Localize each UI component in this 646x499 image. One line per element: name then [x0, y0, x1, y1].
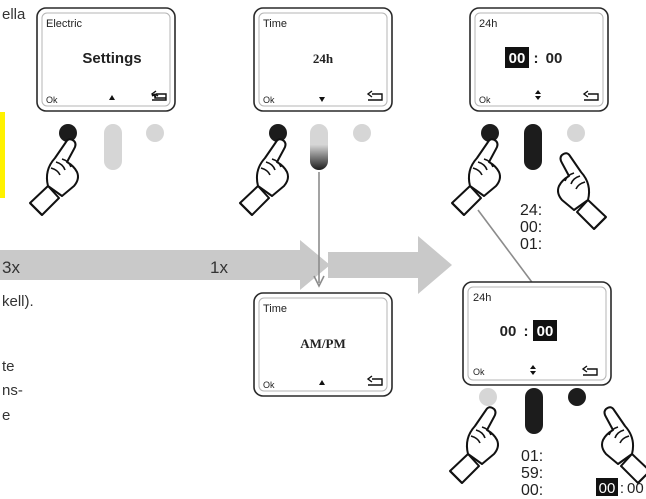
ok-label: Ok: [479, 95, 491, 105]
result-time: 00 : 00: [596, 478, 644, 497]
hours-value: 00: [500, 323, 517, 340]
up-triangle-icon: [109, 95, 115, 100]
side-text: te: [2, 358, 15, 375]
screen-title: Time: [263, 303, 287, 315]
screen-title: Time: [263, 18, 287, 30]
hour-cycle-item: 00:: [520, 219, 542, 236]
ok-label: Ok: [473, 367, 485, 377]
up-triangle-icon: [319, 380, 325, 385]
pressing-hand-icon: [602, 407, 646, 483]
minute-cycle-item: 59:: [521, 465, 543, 482]
down-triangle-icon: [319, 97, 325, 102]
hours-highlight: [505, 47, 529, 68]
result-hours: 00: [599, 480, 616, 497]
ok-button[interactable]: [481, 124, 499, 142]
result-separator: :: [620, 480, 624, 497]
flow-band: 3x 1x: [0, 236, 452, 294]
return-arrow-icon: [366, 375, 383, 386]
hours-value: 00: [509, 50, 526, 67]
select-button[interactable]: [310, 124, 328, 170]
select-button[interactable]: [525, 388, 543, 434]
screen-electric: Electric Settings Ok: [36, 7, 176, 112]
pressing-hand-icon: [29, 138, 79, 216]
screen-title: 24h: [479, 18, 497, 30]
band-label-1x: 1x: [210, 258, 228, 277]
minutes-value: 00: [537, 323, 554, 340]
side-text: kell).: [2, 293, 34, 310]
pressing-hand-icon: [451, 138, 501, 216]
back-button[interactable]: [146, 124, 164, 142]
diagonal-connector-line: [477, 209, 541, 294]
side-text: ella: [2, 6, 26, 23]
return-arrow-icon: [366, 90, 383, 101]
minutes-value: 00: [546, 50, 563, 67]
ok-button[interactable]: [479, 388, 497, 406]
back-button[interactable]: [568, 388, 586, 406]
hour-cycle-item: 01:: [520, 236, 542, 253]
ok-button[interactable]: [269, 124, 287, 142]
time-separator: :: [524, 323, 529, 340]
pressing-hand-icon: [239, 138, 289, 216]
screen-title: Electric: [46, 18, 83, 30]
ok-button[interactable]: [59, 124, 77, 142]
pressing-hand-icon: [449, 406, 499, 484]
time-separator: :: [534, 50, 539, 67]
screen-time-24h: Time 24h Ok: [253, 7, 393, 112]
back-button[interactable]: [353, 124, 371, 142]
connector-arrowhead: [313, 275, 325, 288]
screen-title: 24h: [473, 292, 491, 304]
minute-cycle-item: 01:: [521, 448, 543, 465]
pressing-hand-icon: [558, 153, 606, 229]
screen-ampm: Time AM/PM Ok: [253, 292, 393, 397]
up-down-icon: [530, 365, 536, 375]
screen-hour-edit: 24h 00 : 00 Ok: [469, 7, 609, 112]
screen-main-text: Settings: [82, 50, 141, 67]
ok-label: Ok: [46, 95, 58, 105]
return-arrow-icon: [581, 365, 598, 376]
result-minutes: 00: [627, 480, 644, 497]
screen-minute-edit: 24h 00 : 00 Ok: [462, 281, 612, 386]
up-down-icon: [535, 90, 541, 100]
screen-main-text: 24h: [313, 51, 334, 66]
select-button[interactable]: [524, 124, 542, 170]
minutes-highlight: [533, 320, 557, 341]
hour-cycle-item: 24:: [520, 202, 542, 219]
highlight-mark: [0, 112, 5, 198]
select-button[interactable]: [104, 124, 122, 170]
screen-main-text: AM/PM: [300, 336, 345, 351]
side-text: e: [2, 407, 11, 424]
band-label-3x: 3x: [2, 258, 20, 277]
minute-cycle-item: 00:: [521, 482, 543, 499]
ok-label: Ok: [263, 380, 275, 390]
ok-label: Ok: [263, 95, 275, 105]
side-text: ns-: [2, 382, 23, 399]
back-button[interactable]: [567, 124, 585, 142]
return-arrow-icon: [582, 90, 599, 101]
